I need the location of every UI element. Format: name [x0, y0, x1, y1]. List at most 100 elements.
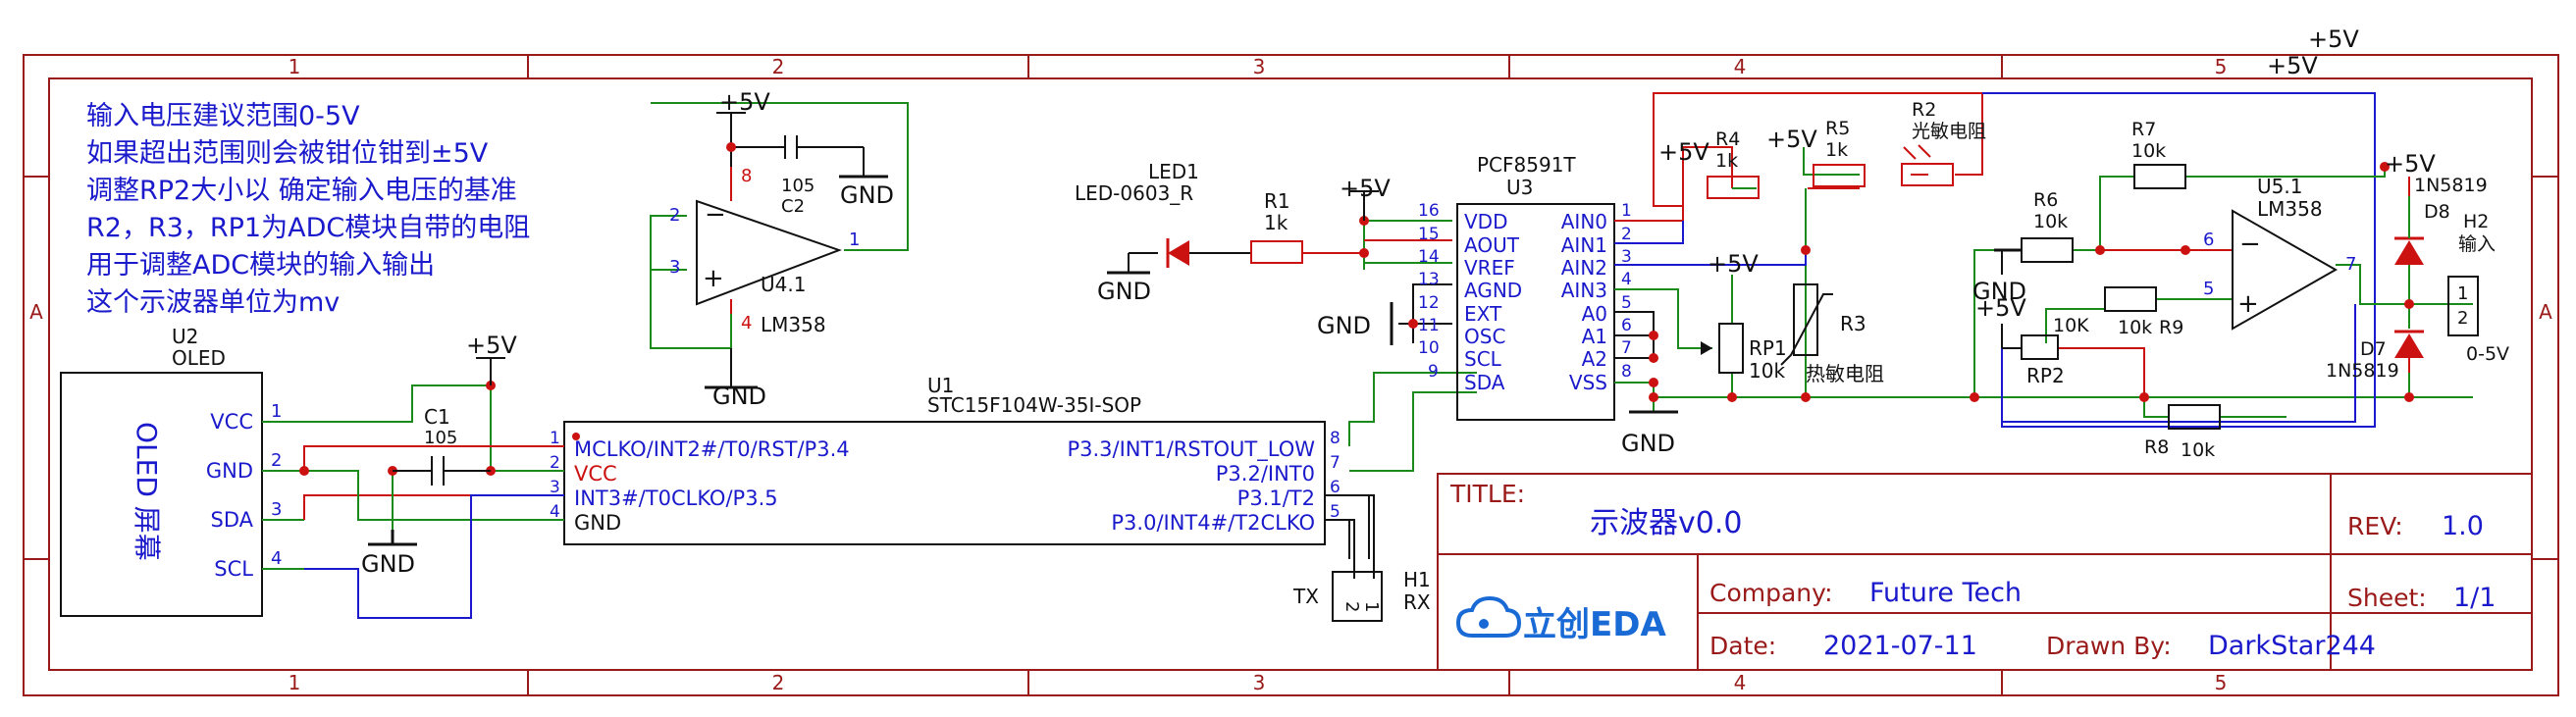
- col-label-top-4: 4: [1734, 55, 1747, 78]
- u1-pin-num-7: 7: [1330, 453, 1341, 473]
- title-block: [1437, 473, 2533, 671]
- r5-ref: R5: [1825, 118, 1850, 139]
- col-label-bottom-5: 5: [2215, 671, 2228, 694]
- r7-value: 10k: [2131, 140, 2166, 162]
- h1-connector[interactable]: [1332, 571, 1383, 622]
- h1-rx: RX: [1403, 590, 1431, 614]
- u3-pin-a0: A0: [1582, 302, 1607, 326]
- d8-ref: D8: [2424, 201, 2450, 223]
- d7-diode: [2394, 333, 2424, 358]
- r5-resistor: [1813, 164, 1866, 187]
- r6-ref: R6: [2033, 189, 2058, 211]
- r1-ref: R1: [1264, 189, 1290, 213]
- led1-value: LED-0603_R: [1075, 181, 1193, 205]
- r7-ref: R7: [2131, 119, 2156, 140]
- u3-pin-num-16: 16: [1418, 201, 1440, 221]
- u41-pin-8: 8: [741, 166, 752, 186]
- u3-pin-a2: A2: [1582, 347, 1607, 371]
- gnd-label-u41: GND: [712, 383, 766, 410]
- u3-ref: U3: [1506, 176, 1533, 199]
- gnd-label-c1: GND: [361, 550, 415, 578]
- r8-ref: R8: [2144, 436, 2169, 458]
- vcc-label-top-1: +5V: [2308, 26, 2359, 53]
- note-line-5: 用于调整ADC模块的输入输出: [86, 250, 435, 281]
- u3-pin-ain1: AIN1: [1561, 233, 1607, 257]
- u3-pin-num-3: 3: [1621, 247, 1632, 267]
- rev-label: REV:: [2347, 512, 2403, 540]
- r2-value: 光敏电阻: [1912, 121, 1986, 142]
- u3-pin-num-13: 13: [1418, 270, 1440, 289]
- u3-pin-num-12: 12: [1418, 293, 1440, 313]
- c1-value: 105: [424, 428, 457, 448]
- lceda-logo: 立创EDA: [1455, 595, 1666, 644]
- d7-value: 1N5819: [2326, 360, 2399, 382]
- u2-oled: U2 OLED OLED 屏幕 VCC GND SDA SCL 1 2 3 4: [60, 325, 304, 617]
- u3-pin-num-10: 10: [1418, 338, 1440, 358]
- u2-pin-num-2: 2: [271, 450, 282, 471]
- sheet-value: 1/1: [2453, 583, 2496, 613]
- r4-value: 1k: [1715, 150, 1738, 172]
- u3-pin-num-9: 9: [1428, 362, 1439, 382]
- gnd-label-u51: GND: [1972, 278, 2026, 305]
- vcc-label-u3: +5V: [1340, 175, 1391, 202]
- u3-pin-num-5: 5: [1621, 293, 1632, 313]
- sheet-label: Sheet:: [2347, 584, 2427, 612]
- u2-pin-scl: SCL: [214, 557, 253, 581]
- u41-pin-1: 1: [849, 230, 860, 250]
- row-label-left-a: A: [29, 300, 43, 324]
- u2-ref: U2: [172, 325, 198, 348]
- u1-pin-num-5: 5: [1330, 502, 1341, 522]
- r4-resistor: [1707, 176, 1760, 199]
- led1-ref: LED1: [1148, 160, 1199, 183]
- u41-pin-4: 4: [741, 313, 752, 333]
- c1-capacitor: [393, 456, 491, 486]
- u1-pin-vcc: VCC: [574, 462, 617, 486]
- u3-value: PCF8591T: [1477, 153, 1576, 177]
- r9-ref: R9: [2159, 317, 2183, 338]
- d7-ref: D7: [2360, 338, 2387, 360]
- u1-pin-p31: P3.1/T2: [1237, 487, 1315, 510]
- r4-ref: R4: [1715, 128, 1740, 150]
- svg-text:+: +: [2237, 289, 2259, 319]
- u3-pin-num-15: 15: [1418, 225, 1440, 244]
- h2-ref: H2: [2463, 211, 2489, 232]
- note-line-2: 如果超出范围则会被钳位钳到±5V: [86, 138, 489, 169]
- logo-text: 立创EDA: [1523, 605, 1666, 644]
- rp1-potentiometer: [1718, 323, 1744, 374]
- note-line-6: 这个示波器单位为mv: [86, 287, 340, 318]
- drawn-by-label: Drawn By:: [2046, 632, 2172, 660]
- rp2-ref: RP2: [2026, 364, 2065, 387]
- h2-value: 输入: [2458, 233, 2496, 255]
- u2-pin-vcc: VCC: [210, 410, 253, 434]
- u3-pin-num-6: 6: [1621, 316, 1632, 335]
- u1-ref: U1: [927, 374, 954, 397]
- col-label-bottom-1: 1: [289, 671, 301, 694]
- r3-ref: R3: [1840, 312, 1866, 335]
- h1-pin-2: 2: [1341, 601, 1362, 612]
- u2-pin-num-4: 4: [271, 548, 282, 569]
- u51-pin-6: 6: [2203, 230, 2214, 250]
- u1-pin-num-8: 8: [1330, 429, 1341, 448]
- r3-value: 热敏电阻: [1806, 362, 1884, 385]
- vcc-label-top-2: +5V: [2267, 52, 2318, 79]
- vcc-label-r4: +5V: [1658, 138, 1709, 166]
- u3-adc: PCF8591T U3 VDD AOUT VREF AGND EXT OSC S…: [1418, 153, 1632, 421]
- svg-text:−: −: [2239, 230, 2261, 259]
- h1-ref: H1: [1403, 568, 1431, 591]
- h2-connector[interactable]: [2447, 276, 2479, 336]
- vcc-label-rp2: +5V: [1975, 294, 2026, 322]
- u51-pin-5: 5: [2203, 279, 2214, 299]
- u51-pin-7: 7: [2345, 254, 2356, 275]
- r1-value: 1k: [1264, 211, 1288, 234]
- gnd-label-c2: GND: [840, 181, 894, 209]
- title-value: 示波器v0.0: [1590, 506, 1742, 540]
- u3-pin-ain2: AIN2: [1561, 256, 1607, 280]
- u3-pin-aout: AOUT: [1464, 233, 1520, 257]
- vcc-label-rp1: +5V: [1708, 250, 1759, 278]
- c1-ref: C1: [424, 405, 450, 429]
- u3-pin-num-4: 4: [1621, 270, 1632, 289]
- u3-pin-osc: OSC: [1464, 325, 1505, 348]
- u2-pin-num-3: 3: [271, 499, 282, 520]
- title-label: TITLE:: [1449, 480, 1525, 508]
- u3-pin-num-1: 1: [1621, 201, 1632, 221]
